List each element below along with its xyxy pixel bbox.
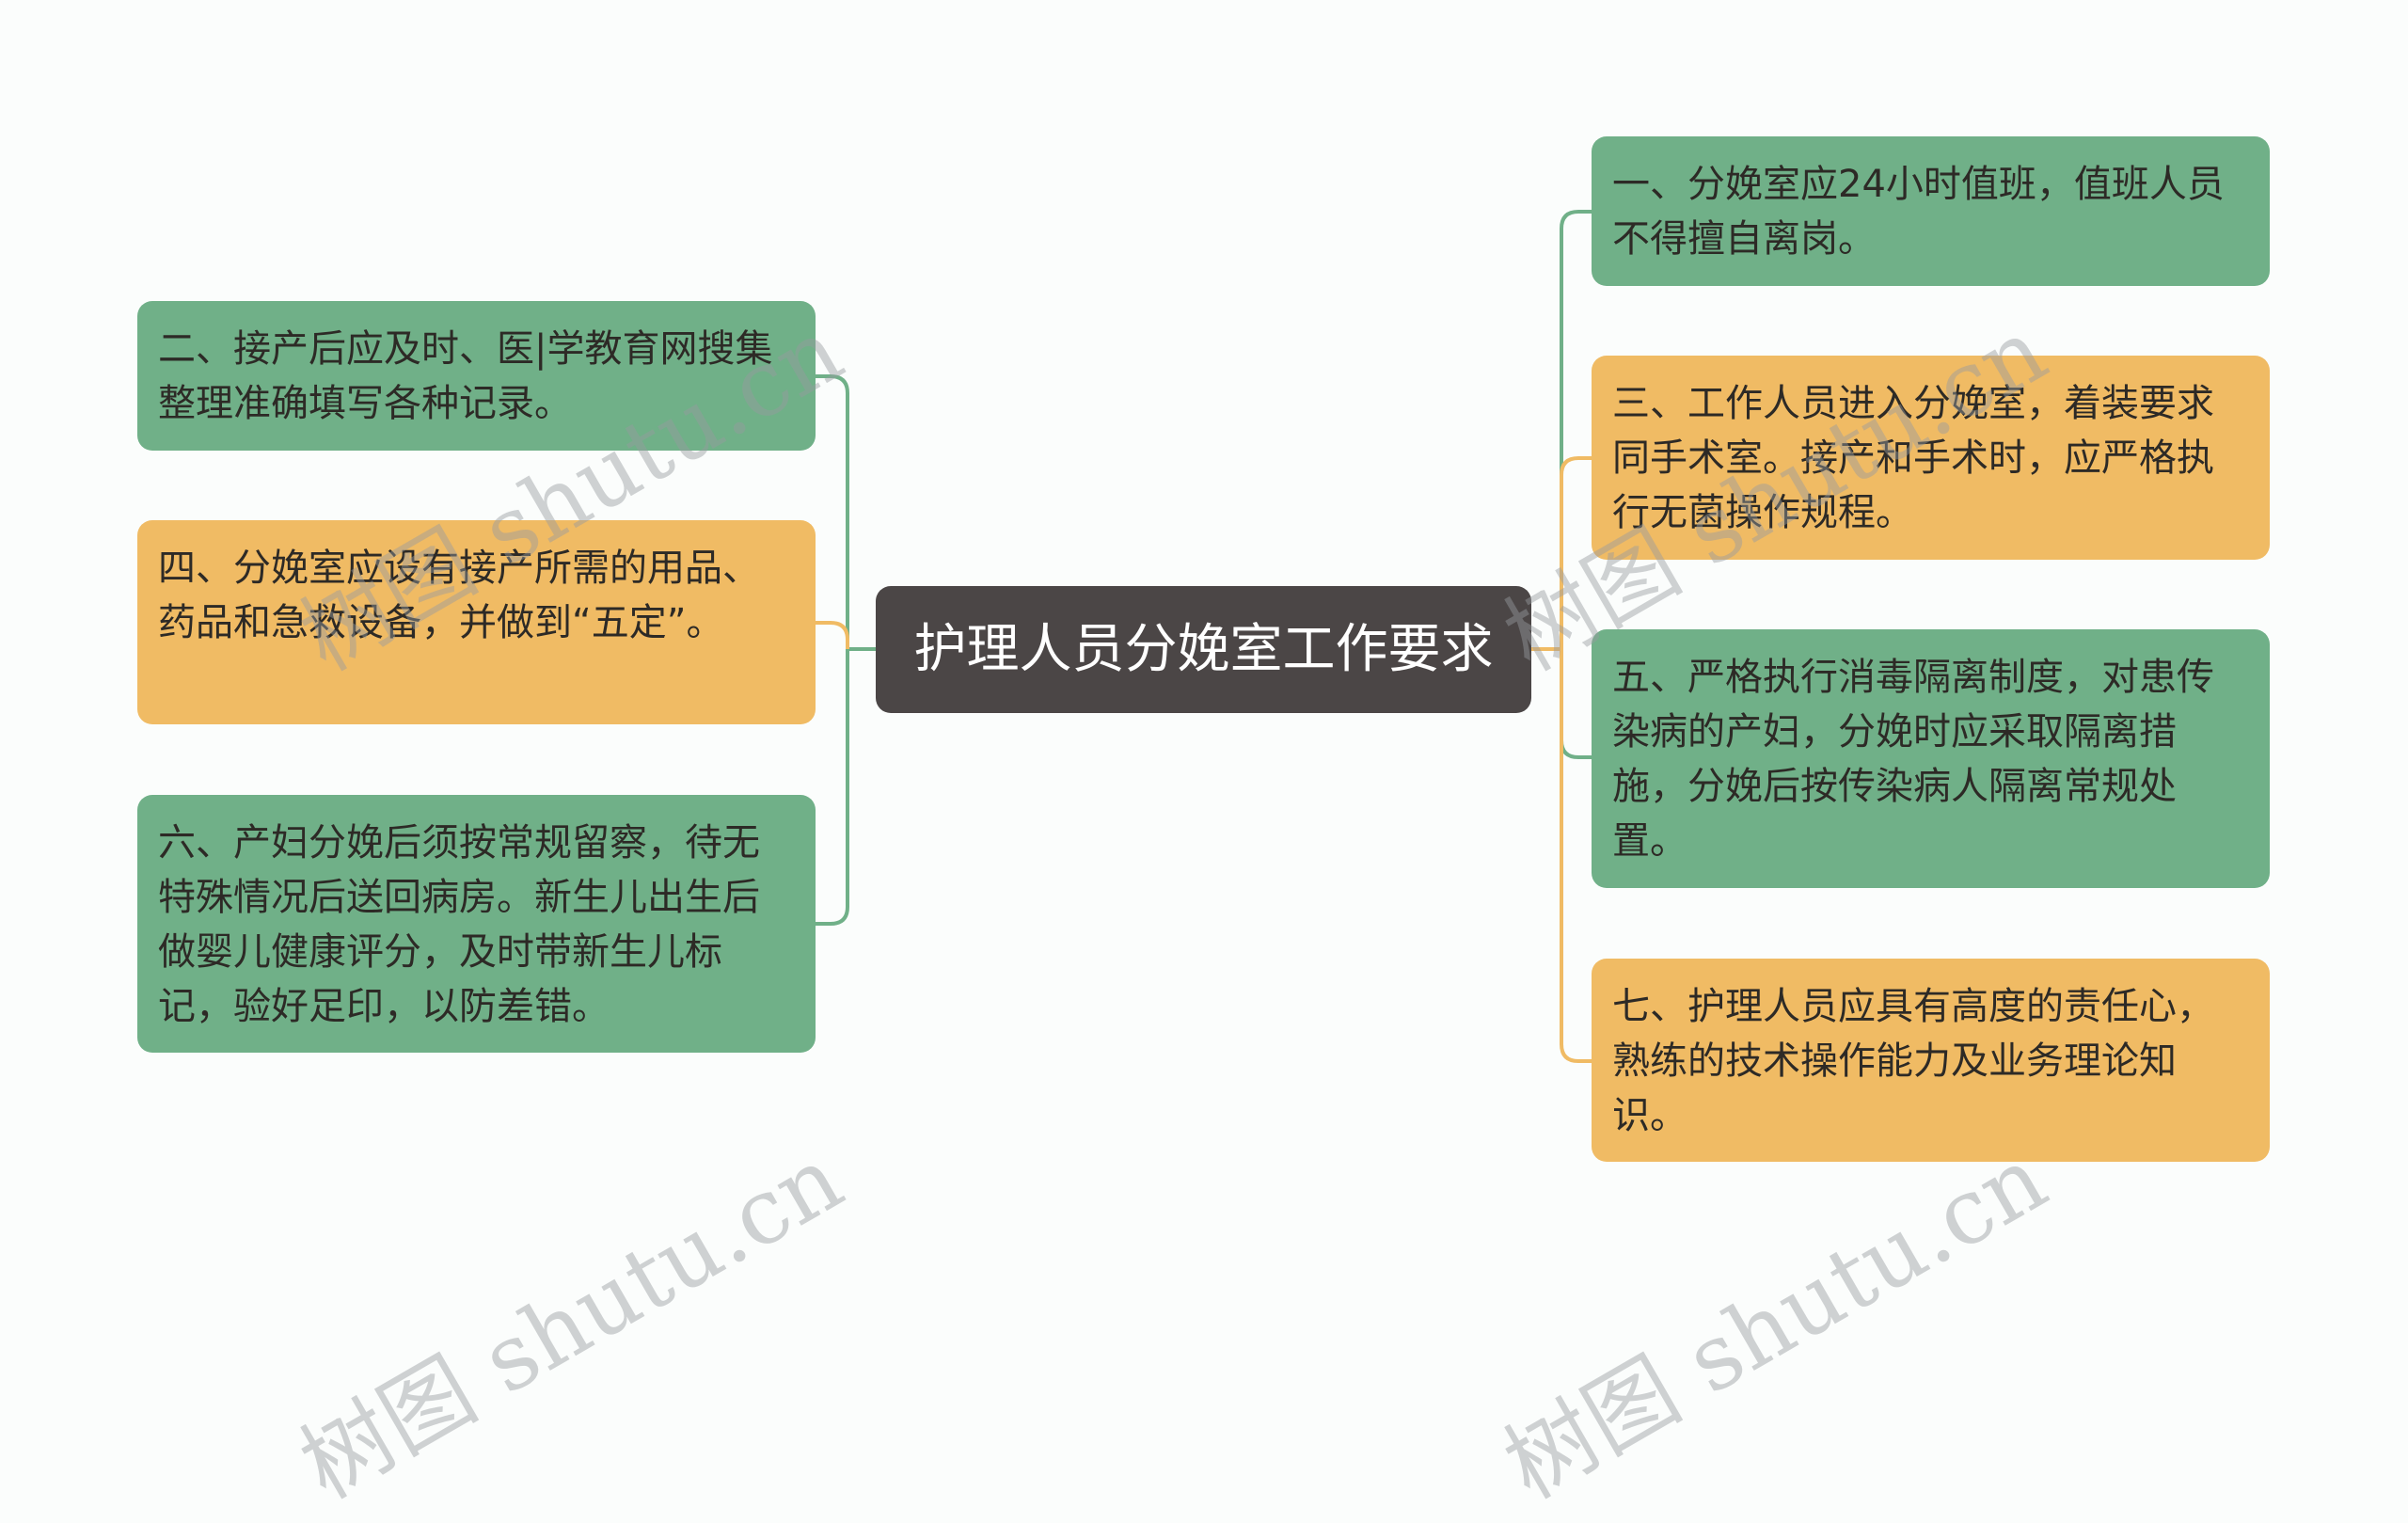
central-topic[interactable]: 护理人员分娩室工作要求 — [876, 586, 1531, 713]
topic-node-3[interactable]: 三、工作人员进入分娩室，着装要求同手术室。接产和手术时，应严格执行无菌操作规程。 — [1592, 356, 2270, 560]
mindmap-canvas: 护理人员分娩室工作要求 二、接产后应及时、医|学教育网搜集整理准确填写各种记录。… — [137, 136, 2270, 1519]
topic-node-7[interactable]: 七、护理人员应具有高度的责任心，熟练的技术操作能力及业务理论知识。 — [1592, 959, 2270, 1162]
topic-node-4[interactable]: 四、分娩室应设有接产所需的用品、药品和急救设备，并做到“五定”。 — [137, 520, 816, 724]
topic-node-6[interactable]: 六、产妇分娩后须按常规留察，待无特殊情况后送回病房。新生儿出生后做婴儿健康评分，… — [137, 795, 816, 1053]
topic-node-5[interactable]: 五、严格执行消毒隔离制度，对患传染病的产妇，分娩时应采取隔离措施，分娩后按传染病… — [1592, 629, 2270, 888]
connector-lines — [816, 210, 1592, 1063]
topic-node-2[interactable]: 二、接产后应及时、医|学教育网搜集整理准确填写各种记录。 — [137, 301, 816, 451]
topic-node-1[interactable]: 一、分娩室应24小时值班，值班人员不得擅自离岗。 — [1592, 136, 2270, 286]
